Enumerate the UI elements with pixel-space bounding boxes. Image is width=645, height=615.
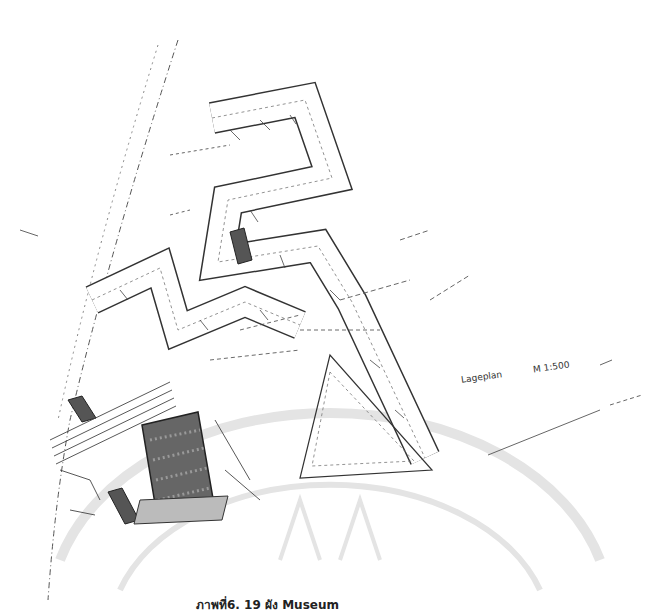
axis-line <box>20 145 642 455</box>
plan-details <box>68 228 252 524</box>
watermark <box>60 413 600 590</box>
boundary-line <box>58 45 158 420</box>
plan-label: M 1:500 <box>531 359 571 374</box>
plan-details <box>120 115 404 418</box>
plan-details <box>50 382 260 515</box>
triangle-volume <box>300 355 432 478</box>
garden-square <box>134 412 228 524</box>
plan-label: Lageplan <box>460 369 504 385</box>
figure-caption: ภาพที่6. 19 ผัง Museum <box>196 595 339 614</box>
triangle-volume <box>312 372 414 466</box>
